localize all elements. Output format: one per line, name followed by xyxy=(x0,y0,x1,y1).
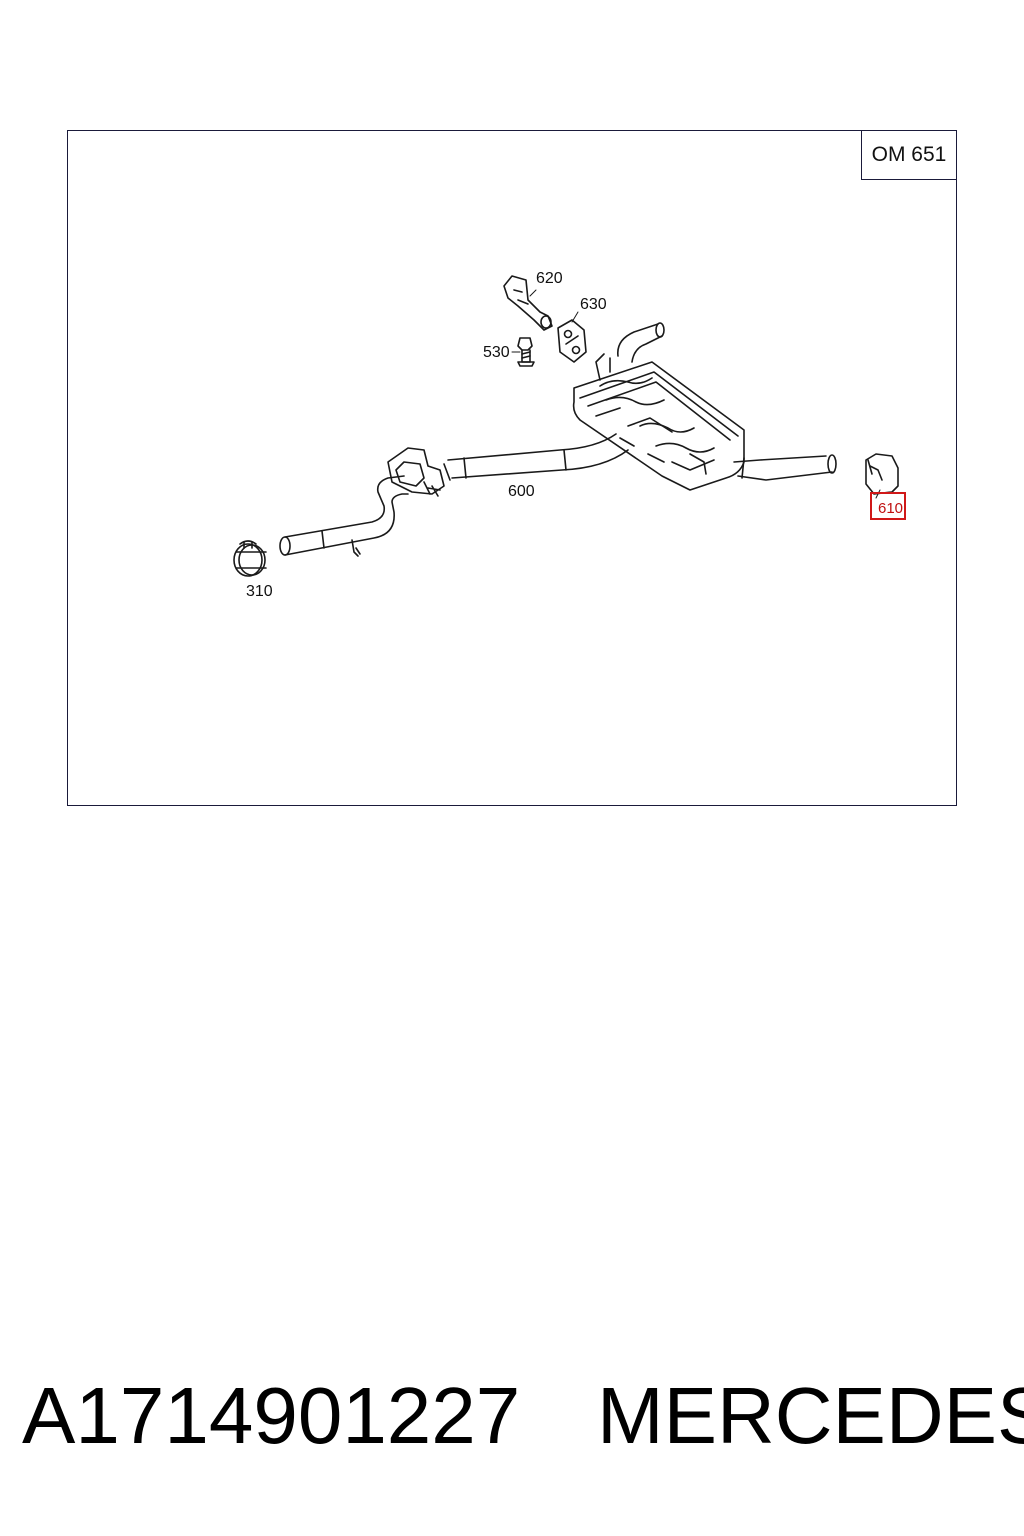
part-600-upper-tailpipe xyxy=(617,322,665,363)
footer: A1714901227 MERCEDES xyxy=(0,1370,1024,1470)
part-530-bolt xyxy=(517,337,535,367)
part-600-lower-tailpipe xyxy=(733,454,837,481)
engine-label: OM 651 xyxy=(861,130,957,180)
part-number: A1714901227 xyxy=(22,1371,521,1460)
callout-620: 620 xyxy=(536,270,563,287)
callout-630: 630 xyxy=(580,296,607,313)
highlight-box-610 xyxy=(870,492,906,520)
part-630-rubber-mount xyxy=(557,319,587,363)
brand-name: MERCEDES xyxy=(597,1371,1024,1460)
part-620-hanger-bracket xyxy=(503,275,553,331)
part-600-flex-section xyxy=(387,447,451,497)
part-600-mid-pipe xyxy=(447,433,629,479)
part-310-clamp xyxy=(233,540,267,577)
callout-600: 600 xyxy=(508,483,535,500)
callout-310: 310 xyxy=(246,583,273,600)
callout-610: 610 xyxy=(878,500,904,517)
part-610-tail-trim xyxy=(865,453,899,495)
leader-lines xyxy=(511,289,881,499)
diagram-frame: OM 651 xyxy=(67,130,957,806)
part-600-front-pipe xyxy=(279,475,409,557)
callout-530: 530 xyxy=(483,344,510,361)
